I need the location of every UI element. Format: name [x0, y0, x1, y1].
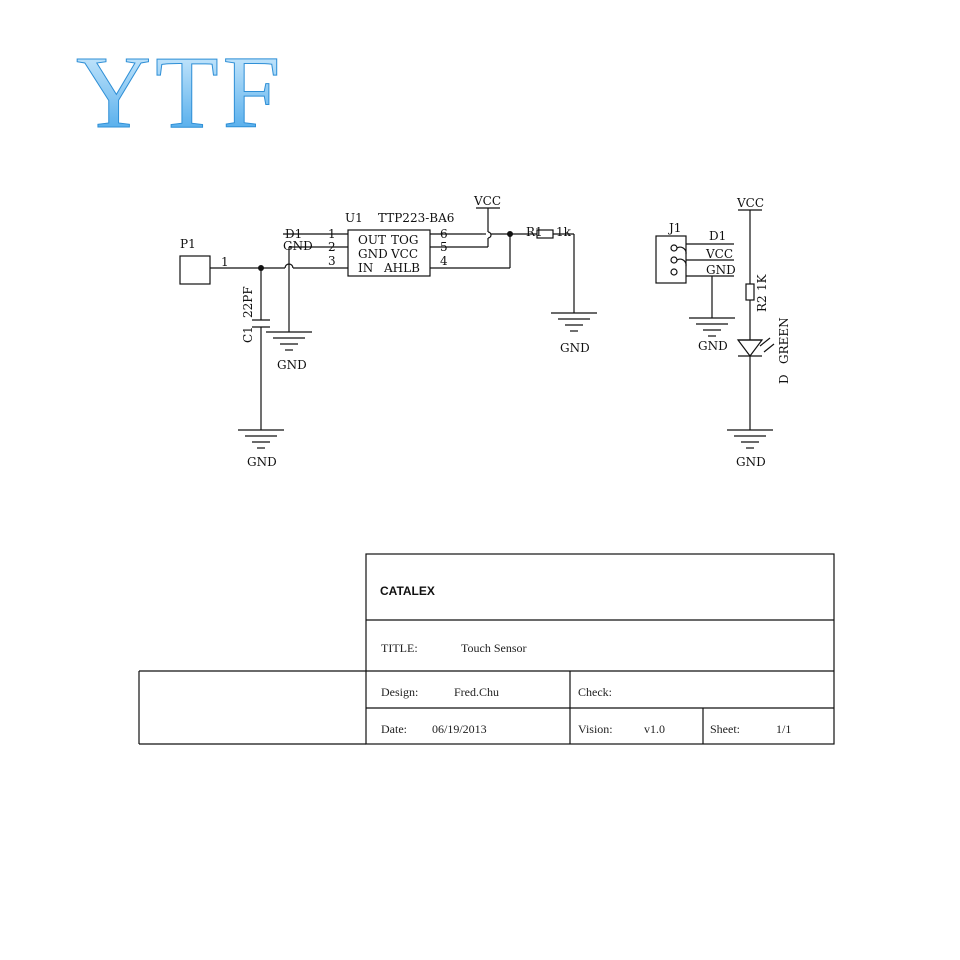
j1-connector: J1 D1 VCC GND	[655, 221, 736, 318]
gnd-symbol-r1: GND	[551, 312, 597, 355]
u1-label-tog: TOG	[391, 233, 418, 247]
design-value: Fred.Chu	[454, 685, 499, 699]
c1-capacitor: C1 22PF	[241, 268, 270, 430]
u1-chip: U1 TTP223-BA6 1 2 3 OUT TOG GND VCC IN A…	[328, 211, 454, 277]
ytf-logo: YTF	[76, 35, 284, 145]
gnd-r1-label: GND	[560, 341, 590, 355]
u1-label-vcc: VCC	[390, 247, 418, 261]
title-value: Touch Sensor	[461, 641, 526, 655]
led-ref: D	[777, 374, 791, 384]
u1-pin2: 2	[328, 240, 336, 254]
gnd-symbol-j1: GND	[689, 317, 735, 353]
led-value: GREEN	[777, 317, 791, 364]
r1-ref: R1	[526, 225, 543, 239]
schematic-diagram: P1 1 C1 22PF GND GND D1 GND U1 TTP22	[179, 194, 791, 469]
p1-ref: P1	[180, 237, 196, 251]
title-label: TITLE:	[381, 641, 418, 655]
u1-ref: U1	[345, 211, 363, 225]
r2-value: 1K	[755, 273, 769, 291]
c1-value: 22PF	[241, 286, 255, 318]
u1-pin4: 4	[440, 254, 448, 268]
vcc2-label: VCC	[736, 196, 764, 210]
design-label: Design:	[381, 685, 418, 699]
u1-label-in: IN	[358, 261, 373, 275]
date-label: Date:	[381, 722, 407, 736]
vision-label: Vision:	[578, 722, 613, 736]
u1-pin3: 3	[328, 254, 336, 268]
title-block: CATALEX TITLE: Touch Sensor Design: Fred…	[138, 553, 835, 745]
p1-connector: P1 1	[179, 237, 229, 285]
gnd-j1-label: GND	[698, 339, 728, 353]
gnd-led-label: GND	[736, 455, 766, 469]
sheet-label: Sheet:	[710, 722, 740, 736]
date-value: 06/19/2013	[432, 722, 487, 736]
gnd-u1-label: GND	[277, 358, 307, 372]
sheet-value: 1/1	[776, 722, 791, 736]
check-label: Check:	[578, 685, 612, 699]
gnd-symbol-led: GND	[727, 429, 773, 469]
j1-vcc-label: VCC	[705, 247, 733, 261]
u1-label-ahlb: AHLB	[383, 261, 420, 275]
r2-ref: R2	[755, 295, 769, 312]
vision-value: v1.0	[644, 722, 665, 736]
gnd-c1-label: GND	[247, 455, 277, 469]
net-d1-label: D1	[285, 227, 302, 241]
gnd-symbol-c1: GND	[238, 429, 284, 469]
logo-text: YTF	[76, 35, 284, 145]
junction-dot-r1	[507, 231, 513, 237]
r1-resistor: R1 1k	[526, 225, 575, 313]
net-gnd-label: GND	[283, 239, 313, 253]
u1-part: TTP223-BA6	[378, 211, 454, 225]
led-branch: VCC R2 1K GREEN D	[736, 196, 791, 430]
u1-pin1: 1	[328, 227, 336, 241]
company-name: CATALEX	[380, 584, 435, 598]
u1-label-out: OUT	[358, 233, 386, 247]
p1-pin: 1	[221, 255, 229, 269]
j1-d1-label: D1	[709, 229, 726, 243]
vcc-net-u1: VCC	[473, 194, 501, 247]
gnd-symbol-u1: GND	[266, 331, 312, 372]
j1-gnd-label: GND	[706, 263, 736, 277]
u1-label-gnd: GND	[358, 247, 388, 261]
c1-ref: C1	[241, 326, 255, 343]
r1-value: 1k	[556, 225, 572, 239]
vcc1-label: VCC	[473, 194, 501, 208]
j1-ref: J1	[667, 221, 681, 235]
